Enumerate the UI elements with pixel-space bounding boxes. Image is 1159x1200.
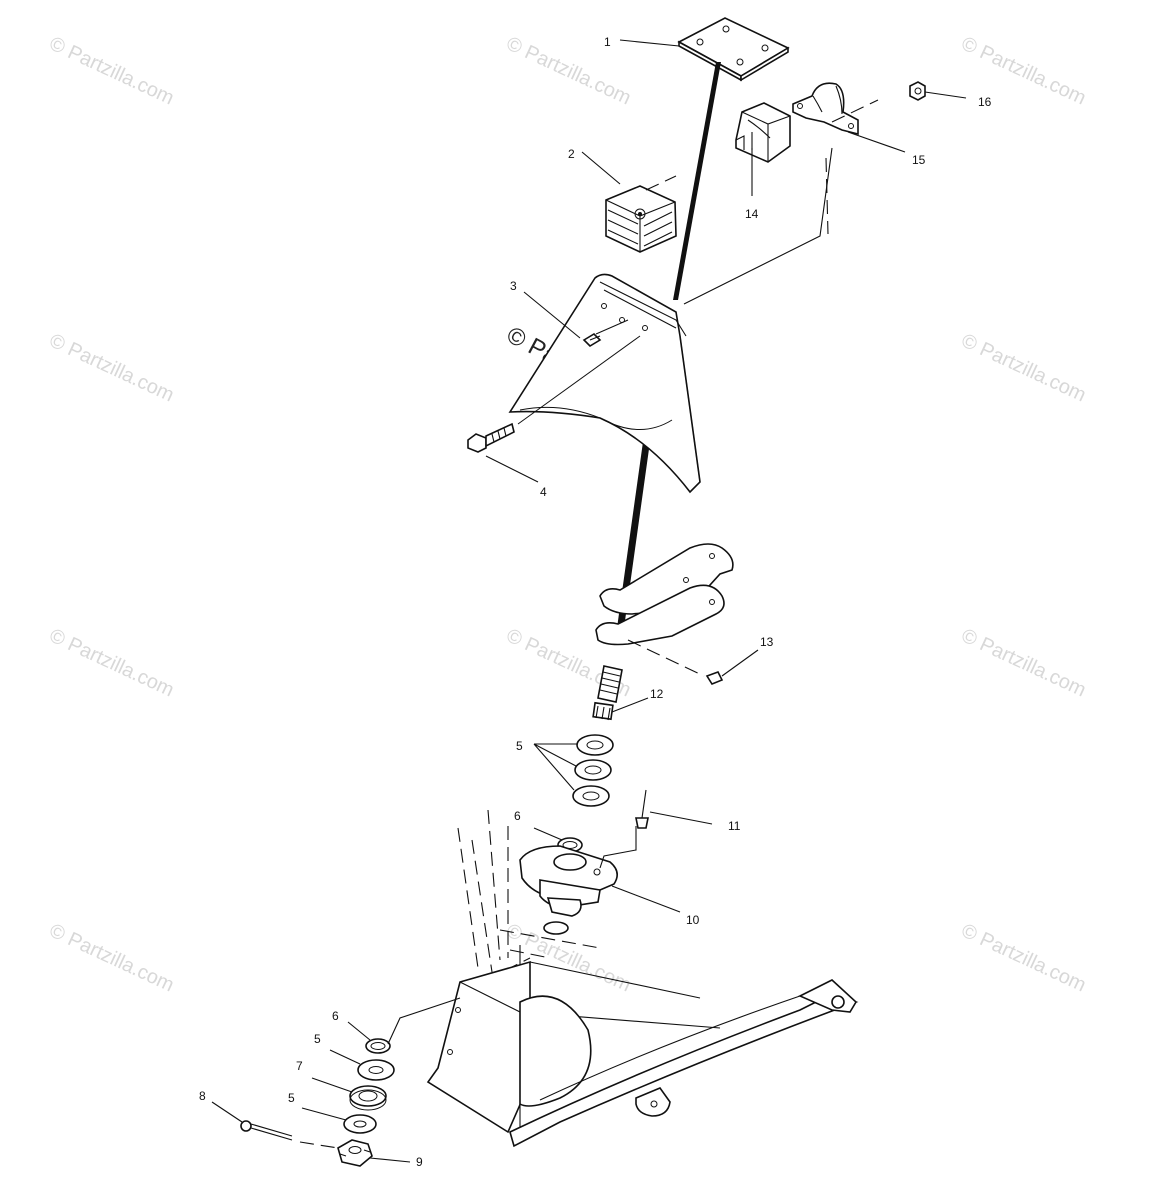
watermark: © Partzilla.com [958, 625, 1089, 702]
callout-9: 9 [416, 1155, 423, 1169]
column-mount-box [426, 960, 721, 1134]
watermark: © Partzilla.com [46, 625, 177, 702]
steering-arm-plates [595, 543, 734, 646]
washer-lower [357, 1059, 395, 1081]
leader-lines [211, 39, 967, 1163]
bushing-block [605, 185, 677, 253]
callout-1: 1 [604, 35, 611, 49]
callout-10: 10 [686, 913, 700, 927]
watermark: © Partzilla.com [46, 33, 177, 110]
steering-post-plate [677, 17, 790, 82]
callout-4: 4 [540, 485, 547, 499]
callout-5-lower-2: 5 [288, 1091, 295, 1105]
callout-14: 14 [745, 207, 759, 221]
frame-rail [509, 979, 859, 1148]
callout-16: 16 [978, 95, 992, 109]
callout-5-upper: 5 [516, 739, 523, 753]
washers-upper [572, 734, 614, 807]
watermark: © Partzilla.com [503, 33, 634, 110]
callout-12: 12 [650, 687, 664, 701]
grease-fitting [635, 789, 649, 829]
callout-5-lower-1: 5 [314, 1032, 321, 1046]
watermark: © Partzilla.com [46, 920, 177, 997]
screw [582, 332, 602, 348]
o-ring-lower [365, 1038, 391, 1054]
watermark: © Partzilla.com [958, 330, 1089, 407]
callout-6-upper: 6 [514, 809, 521, 823]
callout-13: 13 [760, 635, 774, 649]
pin [705, 671, 724, 685]
callout-7: 7 [296, 1059, 303, 1073]
bearing-housing [519, 845, 618, 917]
callout-numbers: 1 2 3 4 5 5 5 6 6 7 8 9 10 11 12 13 14 1… [199, 35, 992, 1169]
hex-nut [909, 81, 926, 101]
callout-15: 15 [912, 153, 926, 167]
splined-shaft-end [592, 665, 623, 721]
callout-2: 2 [568, 147, 575, 161]
callout-3: 3 [510, 279, 517, 293]
watermark: © Partzilla.com [958, 920, 1089, 997]
steering-support-bracket [508, 273, 701, 494]
watermark: © Partzilla.com [46, 330, 177, 407]
shaft-clamp [792, 82, 859, 136]
callout-6-lower: 6 [332, 1009, 339, 1023]
callout-11: 11 [728, 819, 741, 833]
bolt [467, 422, 515, 453]
bearing [349, 1085, 387, 1111]
washer-lower-2 [343, 1114, 377, 1134]
callout-8: 8 [199, 1089, 206, 1103]
split-bushing [735, 102, 791, 163]
cotter-pin [240, 1120, 293, 1141]
chassis-washer [543, 921, 569, 935]
castle-nut [337, 1139, 373, 1167]
